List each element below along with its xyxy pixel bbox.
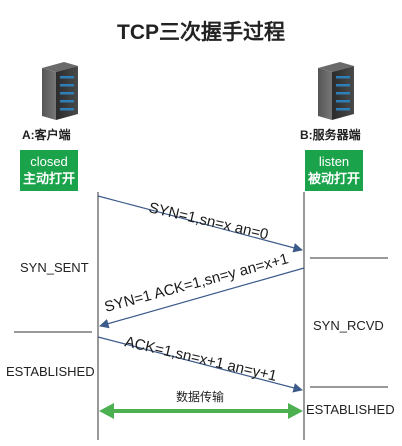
ack-arrow: [97, 336, 303, 393]
syn-ack-arrow: [99, 267, 305, 329]
server-state-line2: 被动打开: [307, 171, 360, 186]
server-icon: [42, 62, 78, 120]
server-established-state: ESTABLISHED: [306, 402, 395, 417]
client-state-line1: closed: [30, 154, 68, 169]
server-icon: [318, 62, 354, 120]
client-state-line2: 主动打开: [22, 171, 75, 186]
server-initial-state: listen 被动打开: [305, 150, 363, 191]
server-label: B:服务器端: [300, 128, 361, 142]
syn-rcvd-state: SYN_RCVD: [313, 318, 384, 333]
data-transfer-label: 数据传输: [176, 390, 225, 404]
client-label: A:客户端: [22, 128, 71, 142]
syn-ack-message-label: SYN=1 ACK=1,sn=y an=x+1: [103, 250, 291, 316]
syn-arrow: [97, 195, 303, 253]
client-established-state: ESTABLISHED: [6, 364, 95, 379]
ack-message-label: ACK=1,sn=x+1 an=y+1: [123, 333, 278, 385]
client-initial-state: closed 主动打开: [20, 150, 78, 191]
server-state-line1: listen: [318, 154, 350, 169]
data-transfer-arrow: [99, 403, 303, 419]
syn-message-label: SYN=1,sn=x an=0: [147, 199, 270, 243]
diagram-title: TCP三次握手过程: [117, 21, 285, 44]
syn-sent-state: SYN_SENT: [20, 260, 89, 275]
